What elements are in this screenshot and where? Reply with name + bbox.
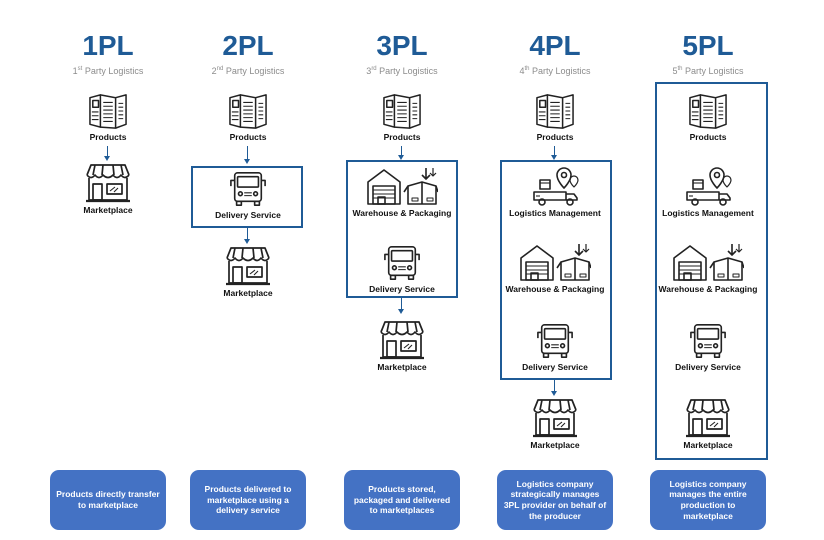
delivery-truck-icon <box>535 322 575 360</box>
marketplace-label: Marketplace <box>377 362 427 372</box>
flow-arrow <box>549 146 559 160</box>
logistics-management-label: Logistics Management <box>662 208 754 218</box>
products-icon <box>381 92 423 130</box>
delivery-truck-icon <box>382 244 422 282</box>
column-3pl: 3PL 3rd Party Logistics Products Warehou… <box>322 0 482 540</box>
marketplace-label: Marketplace <box>83 205 133 215</box>
logistics-management-label: Logistics Management <box>509 208 601 218</box>
flow-arrow <box>396 146 406 160</box>
marketplace-icon <box>685 398 731 438</box>
logistics-management-node: Logistics Management <box>628 166 788 218</box>
warehouse-packaging-icon <box>366 166 438 206</box>
column-title: 3PL <box>376 30 428 61</box>
4pl-provider-box <box>500 160 612 380</box>
delivery-service-label: Delivery Service <box>369 284 435 294</box>
products-node: Products <box>322 92 482 142</box>
marketplace-icon <box>85 163 131 203</box>
column-subtitle: 4th Party Logistics <box>519 66 591 76</box>
delivery-truck-icon <box>688 322 728 360</box>
column-subtitle: 3rd Party Logistics <box>366 66 438 76</box>
column-title: 5PL <box>682 30 734 61</box>
flow-arrow <box>549 380 559 396</box>
marketplace-icon <box>532 398 578 438</box>
description-box: Products directly transfer to marketplac… <box>50 470 166 530</box>
marketplace-node: Marketplace <box>322 320 482 372</box>
marketplace-node: Marketplace <box>168 246 328 298</box>
products-icon <box>227 92 269 130</box>
column-subtitle: 2nd Party Logistics <box>211 66 285 76</box>
warehouse-packaging-node: Warehouse & Packaging <box>628 242 788 294</box>
delivery-service-box <box>191 166 303 228</box>
products-icon <box>87 92 129 130</box>
products-node: Products <box>475 92 635 142</box>
delivery-service-label: Delivery Service <box>522 362 588 372</box>
flow-arrow <box>102 146 112 161</box>
marketplace-node: Marketplace <box>628 398 788 450</box>
warehouse-packaging-icon <box>519 242 591 282</box>
column-1pl: 1PL 1st Party Logistics Products Marketp… <box>28 0 188 540</box>
products-node: Products <box>28 92 188 142</box>
marketplace-label: Marketplace <box>683 440 733 450</box>
products-node: Products <box>628 92 788 142</box>
marketplace-icon <box>379 320 425 360</box>
description-box: Products delivered to marketplace using … <box>190 470 306 530</box>
delivery-service-node: Delivery Service <box>322 244 482 294</box>
marketplace-label: Marketplace <box>223 288 273 298</box>
delivery-service-node: Delivery Service <box>475 322 635 372</box>
warehouse-packaging-node: Warehouse & Packaging <box>322 166 482 218</box>
column-5pl: 5PL 5th Party Logistics Products Logisti… <box>628 0 788 540</box>
flow-arrow <box>242 146 252 164</box>
flow-arrow <box>242 228 252 244</box>
column-title: 1PL <box>82 30 134 61</box>
warehouse-packaging-label: Warehouse & Packaging <box>352 208 452 218</box>
column-subtitle: 5th Party Logistics <box>672 66 744 76</box>
products-label: Products <box>229 132 267 142</box>
delivery-service-node: Delivery Service <box>168 170 328 220</box>
marketplace-node: Marketplace <box>475 398 635 450</box>
products-icon <box>534 92 576 130</box>
warehouse-packaging-node: Warehouse & Packaging <box>475 242 635 294</box>
5pl-provider-box <box>655 82 768 460</box>
delivery-service-label: Delivery Service <box>215 210 281 220</box>
warehouse-packaging-label: Warehouse & Packaging <box>505 284 605 294</box>
products-label: Products <box>536 132 574 142</box>
products-label: Products <box>89 132 127 142</box>
column-2pl: 2PL 2nd Party Logistics Products Deliver… <box>168 0 328 540</box>
description-box: Products stored, packaged and delivered … <box>344 470 460 530</box>
column-title: 4PL <box>529 30 581 61</box>
products-label: Products <box>689 132 727 142</box>
products-icon <box>687 92 729 130</box>
marketplace-icon <box>225 246 271 286</box>
delivery-truck-icon <box>228 170 268 208</box>
flow-arrow <box>396 298 406 314</box>
marketplace-label: Marketplace <box>530 440 580 450</box>
delivery-service-label: Delivery Service <box>675 362 741 372</box>
products-label: Products <box>383 132 421 142</box>
logistics-management-node: Logistics Management <box>475 166 635 218</box>
logistics-management-icon <box>530 166 580 206</box>
logistics-management-icon <box>683 166 733 206</box>
description-box: Logistics company manages the entire pro… <box>650 470 766 530</box>
column-subtitle: 1st Party Logistics <box>72 66 144 76</box>
3pl-provider-box <box>346 160 458 298</box>
column-title: 2PL <box>222 30 274 61</box>
warehouse-packaging-label: Warehouse & Packaging <box>658 284 758 294</box>
warehouse-packaging-icon <box>672 242 744 282</box>
marketplace-node: Marketplace <box>28 163 188 215</box>
delivery-service-node: Delivery Service <box>628 322 788 372</box>
column-4pl: 4PL 4th Party Logistics Products Logisti… <box>475 0 635 540</box>
products-node: Products <box>168 92 328 142</box>
description-box: Logistics company strategically manages … <box>497 470 613 530</box>
